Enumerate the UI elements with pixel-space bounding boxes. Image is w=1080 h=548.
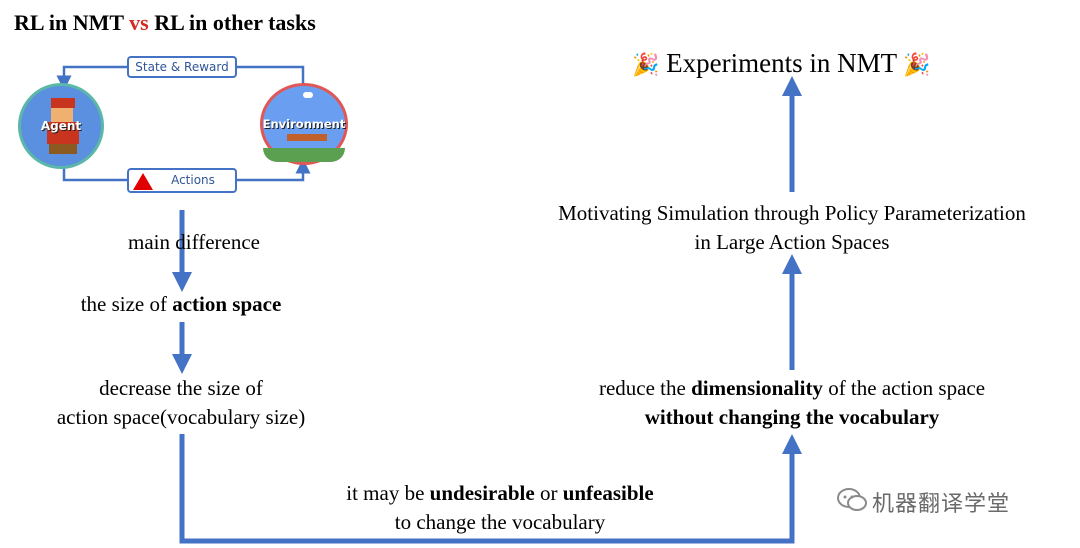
party-popper-icon: 🎉 [632, 52, 660, 77]
experiments-title: 🎉 Experiments in NMT 🎉 [632, 47, 931, 81]
main-difference-text: main difference [128, 230, 260, 254]
vs-label: vs [129, 10, 149, 35]
state-reward-label: State & Reward [135, 60, 229, 74]
agent-node: Agent [18, 83, 104, 169]
triangle-icon [133, 173, 153, 190]
motivating-text: Motivating Simulation through Policy Par… [558, 201, 1026, 254]
actions-box: Actions [127, 168, 237, 193]
arrow-bottom-connector [179, 434, 802, 544]
wechat-icon [837, 488, 867, 511]
mario-icon [45, 98, 81, 156]
brick-icon [287, 134, 327, 141]
action-space-size-text: the size of action space [80, 292, 282, 316]
environment-node: Environment [260, 83, 348, 165]
reduce-dimensionality-text: reduce the dimensionality of the action … [598, 376, 986, 429]
agent-label: Agent [40, 119, 82, 133]
page-title: RL in NMT vs RL in other tasks [14, 10, 316, 35]
party-popper-icon: 🎉 [903, 52, 931, 77]
experiments-label: Experiments in NMT [666, 48, 897, 78]
ground-icon [263, 148, 345, 162]
state-reward-box: State & Reward [127, 56, 237, 78]
watermark-text: 机器翻译学堂 [872, 492, 1011, 517]
decrease-size-text: decrease the size of action space(vocabu… [56, 376, 306, 429]
environment-label: Environment [262, 117, 346, 131]
cloud-icon [303, 92, 313, 98]
undesirable-text: it may be undesirable or unfeasible to c… [346, 481, 654, 534]
actions-label: Actions [171, 173, 215, 187]
